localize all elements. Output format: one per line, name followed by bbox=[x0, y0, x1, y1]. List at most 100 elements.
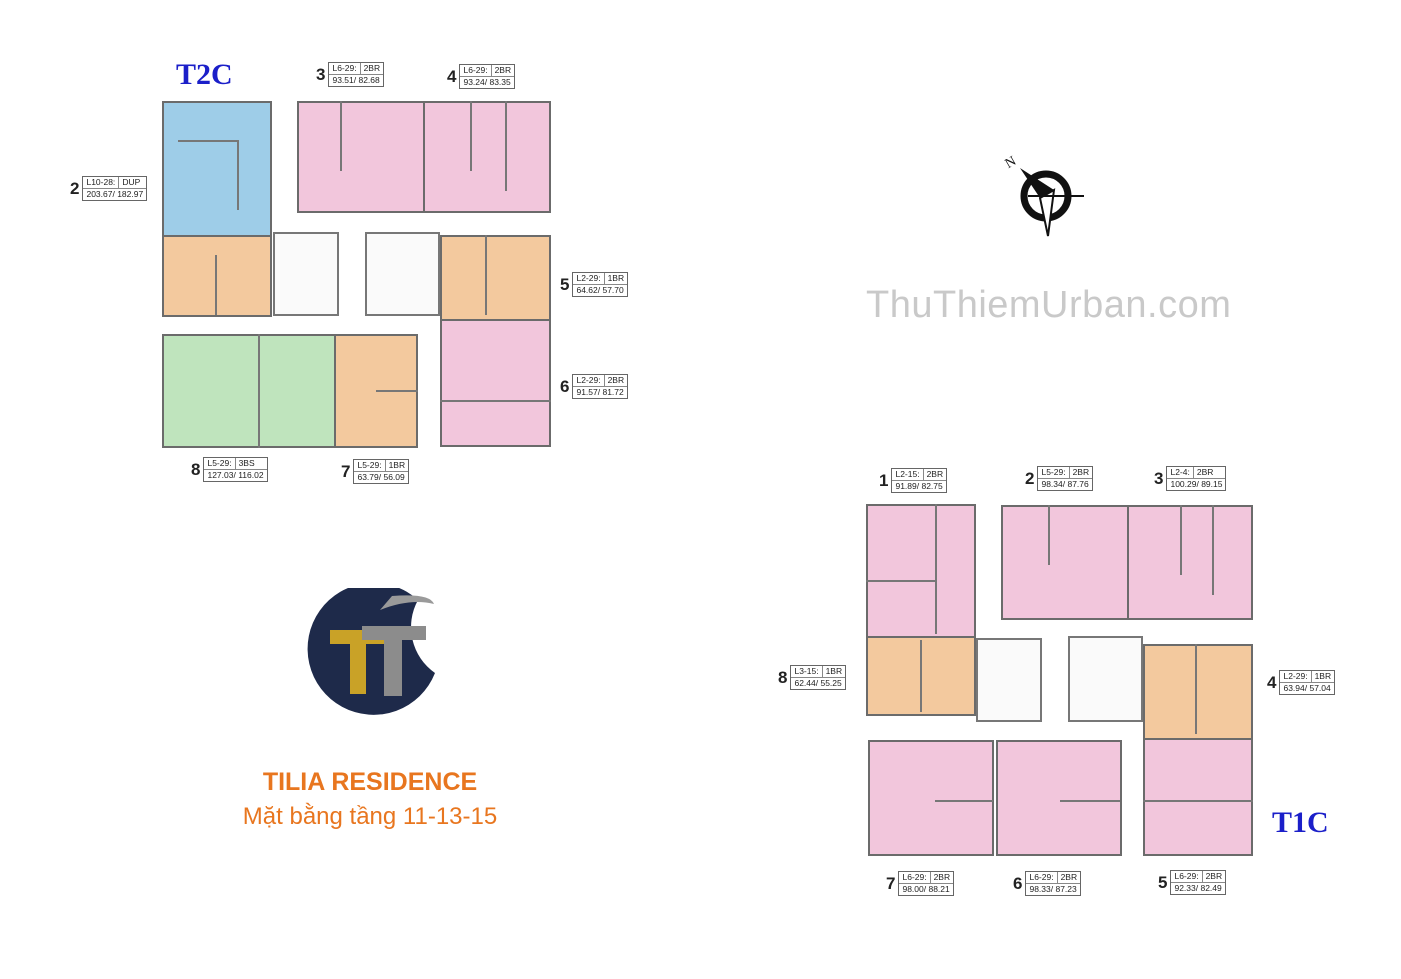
unit-number: 2 bbox=[70, 179, 80, 198]
unit-area: 91.89/ 82.75 bbox=[895, 481, 943, 491]
t1c-inner-wall bbox=[1060, 800, 1120, 802]
t1c-unit-tag: 7 L6-29:2BR 98.00/ 88.21 bbox=[886, 871, 955, 896]
unit-type: 2BR bbox=[933, 872, 951, 882]
t1c-inner-wall bbox=[866, 580, 936, 582]
unit-level: L3-15: bbox=[791, 666, 823, 677]
t2c-unit-tag: 2 L10-28:DUP 203.67/ 182.97 bbox=[70, 176, 148, 201]
unit-area: 98.33/ 87.23 bbox=[1029, 884, 1077, 894]
unit-level: L2-15: bbox=[892, 469, 924, 480]
compass-icon: N bbox=[1003, 154, 1084, 237]
unit-number: 6 bbox=[560, 377, 570, 396]
t1c-inner-wall bbox=[1143, 800, 1253, 802]
t2c-inner-wall bbox=[340, 101, 342, 171]
t1c-inner-wall bbox=[1212, 505, 1214, 595]
tower-t1c-name: T1C bbox=[1272, 806, 1329, 839]
unit-number: 5 bbox=[560, 275, 570, 294]
tt-logo-icon bbox=[307, 582, 435, 715]
unit-level: L6-29: bbox=[1026, 872, 1058, 883]
unit-level: L5-29: bbox=[354, 460, 386, 471]
unit-type: 2BR bbox=[494, 65, 512, 75]
brand-logo bbox=[300, 582, 445, 738]
unit-number: 8 bbox=[778, 668, 788, 687]
t1c-unit-6-room bbox=[996, 740, 1122, 856]
t2c-unit-left-room bbox=[162, 235, 272, 317]
unit-number: 3 bbox=[1154, 469, 1164, 488]
t1c-core-right bbox=[1068, 636, 1143, 722]
unit-type: 1BR bbox=[388, 460, 406, 470]
unit-number: 1 bbox=[879, 471, 889, 490]
t2c-unit-tag: 5 L2-29:1BR 64.62/ 57.70 bbox=[560, 272, 629, 297]
unit-level: L5-29: bbox=[1038, 467, 1070, 478]
unit-number: 6 bbox=[1013, 874, 1023, 893]
unit-area: 92.33/ 82.49 bbox=[1174, 883, 1222, 893]
unit-area: 63.94/ 57.04 bbox=[1283, 683, 1331, 693]
t2c-inner-wall bbox=[470, 101, 472, 171]
t1c-inner-wall bbox=[920, 640, 922, 712]
unit-type: 2BR bbox=[607, 375, 625, 385]
t2c-unit-4-room bbox=[423, 101, 551, 213]
unit-type: DUP bbox=[122, 177, 141, 187]
t1c-inner-wall bbox=[1180, 505, 1182, 575]
t2c-inner-wall bbox=[440, 400, 551, 402]
unit-area: 64.62/ 57.70 bbox=[576, 285, 624, 295]
unit-number: 7 bbox=[341, 462, 351, 481]
brand-title: TILIA RESIDENCE bbox=[262, 768, 478, 796]
unit-level: L6-29: bbox=[460, 65, 492, 76]
t2c-inner-wall bbox=[258, 334, 260, 448]
unit-area: 203.67/ 182.97 bbox=[86, 189, 144, 199]
t2c-unit-6-room bbox=[440, 319, 551, 447]
t1c-inner-wall bbox=[935, 504, 937, 634]
unit-area: 93.51/ 82.68 bbox=[332, 75, 380, 85]
unit-type: 1BR bbox=[825, 666, 843, 676]
unit-type: 3BS bbox=[238, 458, 255, 468]
t1c-unit-tag: 4 L2-29:1BR 63.94/ 57.04 bbox=[1267, 670, 1336, 695]
unit-area: 127.03/ 116.02 bbox=[207, 470, 264, 480]
t2c-inner-wall bbox=[178, 140, 238, 142]
unit-type: 1BR bbox=[1314, 671, 1332, 681]
unit-level: L10-28: bbox=[83, 177, 120, 188]
t1c-unit-tag: 1 L2-15:2BR 91.89/ 82.75 bbox=[879, 468, 948, 493]
unit-type: 2BR bbox=[363, 63, 381, 73]
unit-number: 5 bbox=[1158, 873, 1168, 892]
unit-area: 93.24/ 83.35 bbox=[463, 77, 511, 87]
t2c-core-right bbox=[365, 232, 440, 316]
unit-area: 98.34/ 87.76 bbox=[1041, 479, 1089, 489]
unit-level: L6-29: bbox=[1171, 871, 1203, 882]
t2c-unit-3-room bbox=[297, 101, 425, 213]
unit-type: 2BR bbox=[1060, 872, 1078, 882]
t1c-core-left bbox=[976, 638, 1042, 722]
t2c-unit-2-room bbox=[162, 101, 272, 237]
compass: N bbox=[996, 150, 1091, 250]
t1c-inner-wall bbox=[935, 800, 993, 802]
unit-type: 2BR bbox=[926, 469, 944, 479]
unit-area: 100.29/ 89.15 bbox=[1170, 479, 1223, 489]
unit-level: L5-29: bbox=[204, 458, 236, 469]
t1c-inner-wall bbox=[1195, 644, 1197, 734]
unit-number: 3 bbox=[316, 65, 326, 84]
unit-level: L6-29: bbox=[899, 872, 931, 883]
t2c-unit-5-room bbox=[440, 235, 551, 321]
compass-north-label: N bbox=[1003, 154, 1019, 172]
unit-area: 62.44/ 55.25 bbox=[794, 678, 842, 688]
unit-area: 63.79/ 56.09 bbox=[357, 472, 405, 482]
t1c-unit-7-room bbox=[868, 740, 994, 856]
unit-number: 7 bbox=[886, 874, 896, 893]
unit-level: L2-29: bbox=[573, 273, 605, 284]
watermark-text: ThuThiemUrban.com bbox=[866, 284, 1232, 326]
t1c-unit-4-room bbox=[1143, 644, 1253, 740]
unit-area: 98.00/ 88.21 bbox=[902, 884, 950, 894]
unit-level: L2-4: bbox=[1167, 467, 1194, 478]
unit-type: 1BR bbox=[607, 273, 625, 283]
brand-subtitle: Mặt bằng tầng 11-13-15 bbox=[242, 803, 498, 830]
unit-level: L2-29: bbox=[1280, 671, 1312, 682]
t1c-unit-tag: 8 L3-15:1BR 62.44/ 55.25 bbox=[778, 665, 847, 690]
t2c-inner-wall bbox=[505, 101, 507, 191]
t1c-unit-1-room bbox=[866, 504, 976, 638]
t1c-inner-wall bbox=[1048, 505, 1050, 565]
unit-number: 4 bbox=[1267, 673, 1277, 692]
